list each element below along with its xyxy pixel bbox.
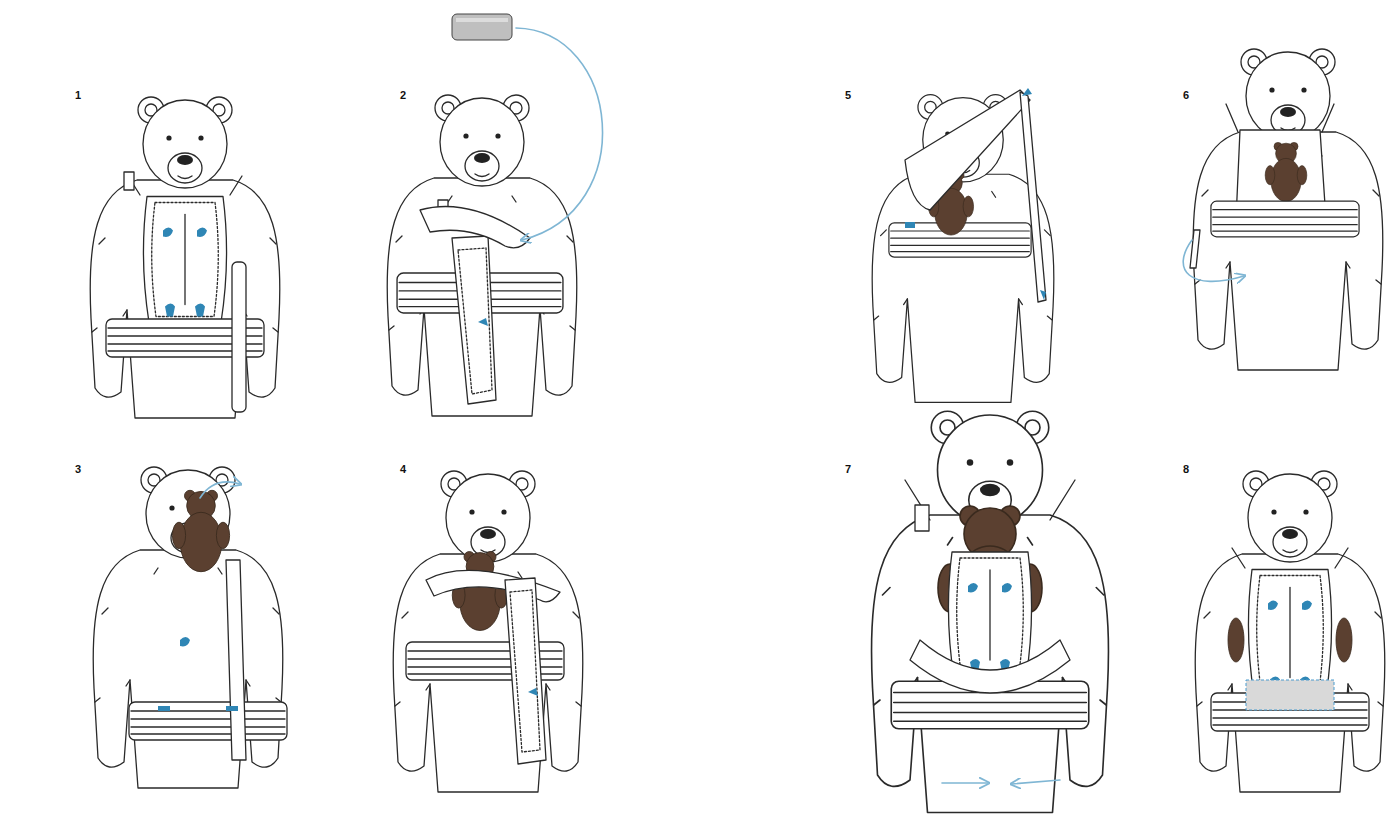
callout-number: 7 xyxy=(845,464,851,475)
callout-number: 5 xyxy=(845,90,851,101)
step-four-figure xyxy=(393,471,583,792)
callout-number: 2 xyxy=(400,90,406,101)
step-five-figure xyxy=(872,88,1054,402)
step-eight-figure xyxy=(1195,471,1385,792)
callout-number: 4 xyxy=(400,464,406,475)
callout-number: 1 xyxy=(75,90,81,101)
step-three-figure xyxy=(93,467,287,788)
step-seven-figure xyxy=(871,411,1108,812)
step-six-figure xyxy=(1183,49,1383,370)
callout-number: 3 xyxy=(75,464,81,475)
step-two-figure xyxy=(387,14,602,416)
callout-number: 6 xyxy=(1183,90,1189,101)
callout-number: 8 xyxy=(1183,464,1189,475)
step-one-figure xyxy=(90,97,280,418)
